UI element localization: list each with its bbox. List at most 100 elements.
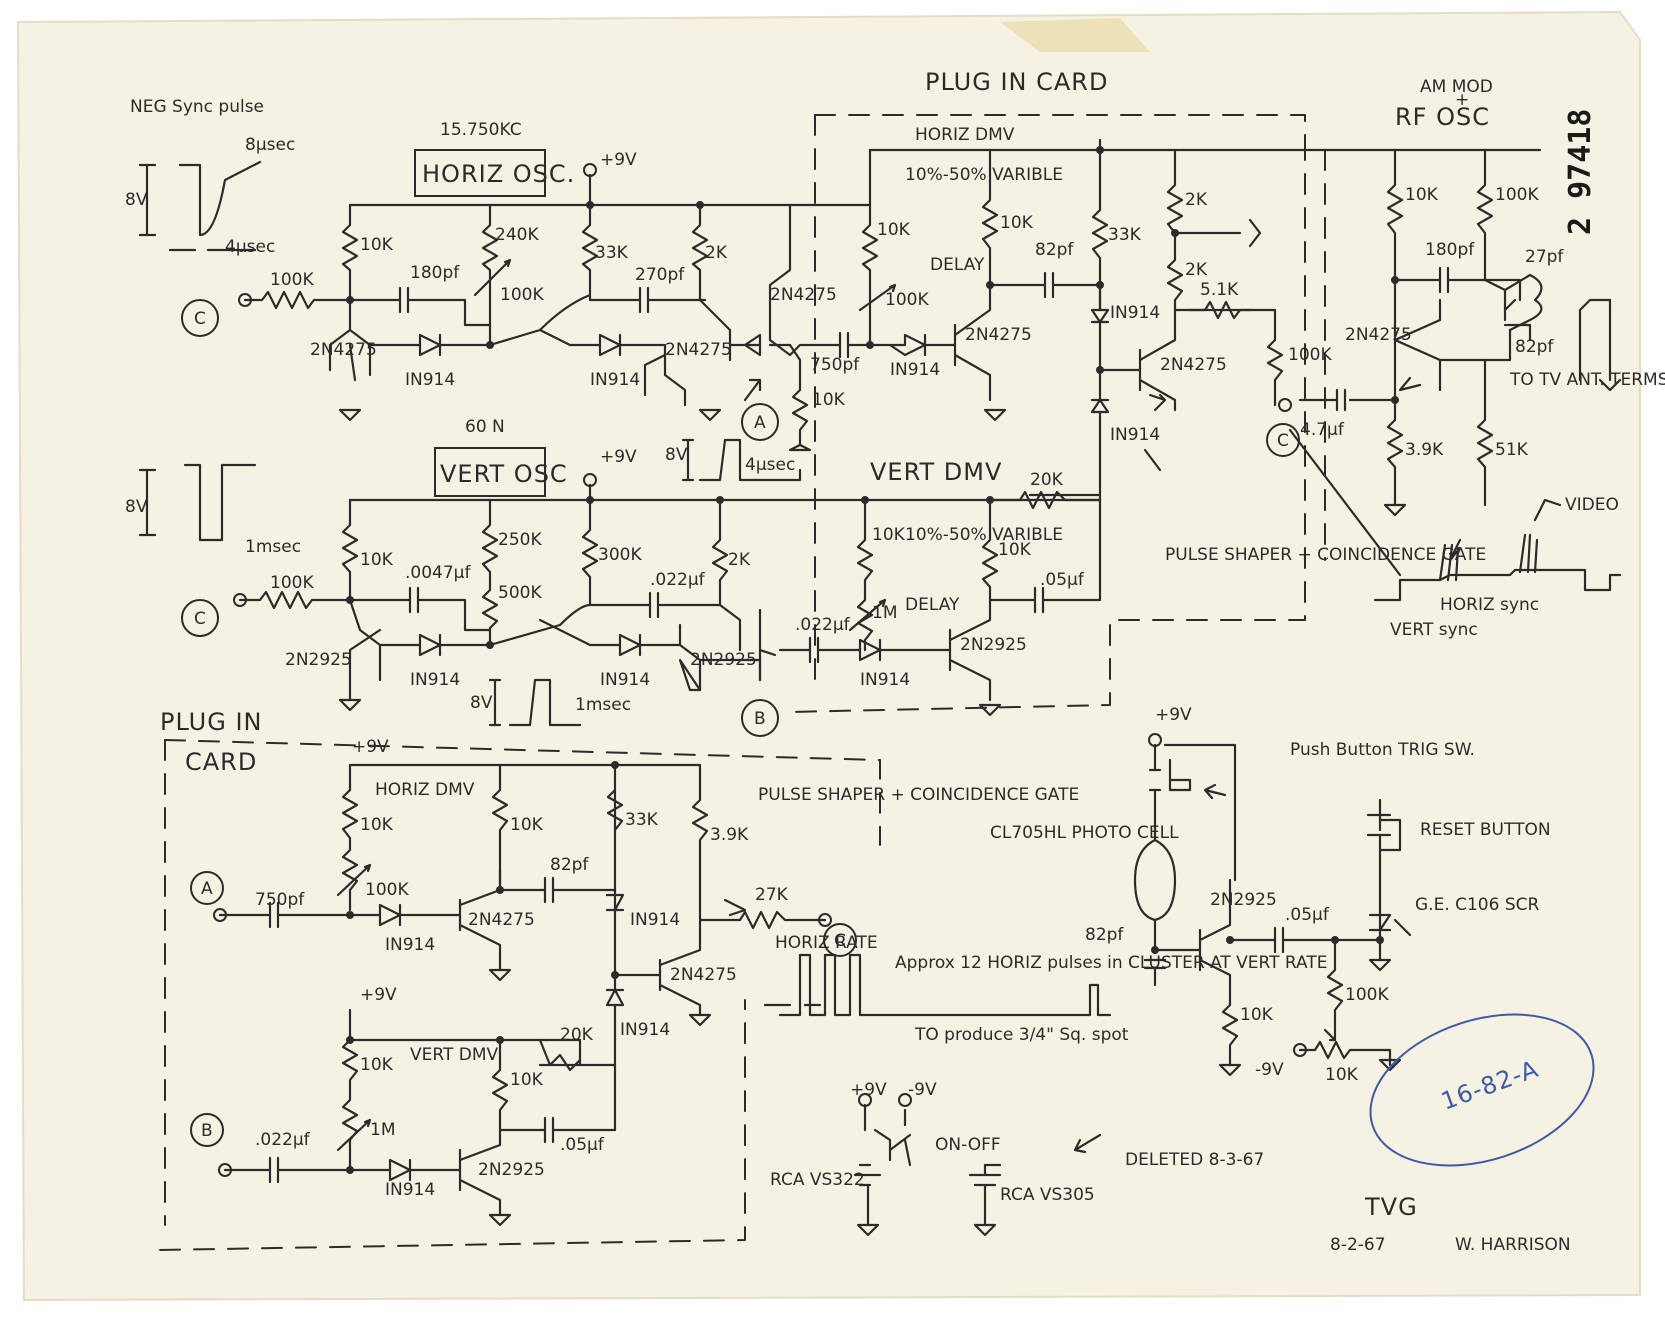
comp-label: 2N4275 (670, 965, 737, 985)
comp-label: 82pf (550, 855, 589, 875)
comp-label: IN914 (410, 670, 460, 690)
comp-label: 2K (728, 550, 751, 570)
horiz-rate-pulses (778, 953, 1112, 1017)
node-c-card-label: C (834, 931, 846, 951)
paper (16, 10, 1641, 1302)
label-horiz-dmv: HORIZ DMV (915, 125, 1015, 145)
label-delay: DELAY (905, 595, 960, 615)
comp-label: 2N2925 (478, 1160, 545, 1180)
node-b-card (190, 1113, 224, 1147)
label-vert-sync: VERT sync (1390, 620, 1478, 640)
comp-label: 82pf (1515, 337, 1554, 357)
label-minus9v-1: -9V (908, 1080, 937, 1100)
label-rca2: RCA VS305 (1000, 1185, 1095, 1205)
comp-label: 2N4275 (310, 340, 377, 360)
comp-label: 33K (595, 243, 629, 263)
comp-label: 5.1K (1200, 280, 1239, 300)
label-sync-amp: 8V (125, 190, 148, 210)
h-osc-box (414, 149, 546, 197)
node-c-rf-label: C (1277, 431, 1289, 451)
comp-label: .05μf (560, 1135, 605, 1155)
label-card-vert-dmv: VERT DMV (410, 1045, 498, 1065)
v-osc-box (434, 447, 546, 497)
label-date: 8-2-67 (1330, 1235, 1386, 1255)
label-on-off: ON-OFF (935, 1135, 1001, 1155)
label-plus9v-2: +9V (600, 447, 637, 467)
label-h-osc: HORIZ OSC. (422, 160, 575, 188)
label-vsync-amp: 8V (125, 497, 148, 517)
junction-dots (346, 146, 1399, 1174)
label-spot: TO produce 3/4" Sq. spot (914, 1025, 1129, 1045)
comp-label: 27pf (1525, 247, 1564, 267)
node-c-card (823, 923, 857, 957)
pulse-b-waveform (508, 678, 582, 727)
comp-label: 82pf (1035, 240, 1074, 260)
label-minus9v-2: -9V (1255, 1060, 1284, 1080)
annotations: NEG Sync pulse 8μsec 8V 4μsec 15.750KC H… (125, 68, 1665, 1255)
comp-label: 20K (560, 1025, 594, 1045)
label-pulse-b-w: 1msec (575, 695, 631, 715)
label-plus9v-4: +9V (360, 985, 397, 1005)
comp-label: 750pf (810, 355, 860, 375)
comp-label: 180pf (410, 263, 460, 283)
comp-label: 100K (1345, 985, 1389, 1005)
comp-label: 2N2925 (1210, 890, 1277, 910)
node-c-h-label: C (194, 309, 206, 329)
label-am-mod: AM MOD (1420, 77, 1493, 97)
comp-label: 10K (812, 390, 846, 410)
stamp-number: 2 97418 (1563, 109, 1598, 235)
comp-label: 100K (885, 290, 929, 310)
node-c-h (181, 299, 219, 337)
code-ellipse (1369, 1013, 1595, 1167)
label-vert-dmv: VERT DMV (870, 458, 1002, 486)
label-scr: G.E. C106 SCR (1415, 895, 1540, 915)
comp-label: 27K (755, 885, 789, 905)
label-plus9v-3: +9V (352, 737, 389, 757)
comp-label: 3.9K (710, 825, 749, 845)
comp-label: 2N4275 (1160, 355, 1227, 375)
label-card: CARD (185, 748, 257, 776)
label-sync-w1: 8μsec (245, 135, 295, 155)
label-sync-w2: 4μsec (225, 237, 275, 257)
comp-label: 2N2925 (285, 650, 352, 670)
label-plug-in: PLUG IN (160, 708, 262, 736)
comp-label: 100K (270, 573, 314, 593)
comp-label: 10K (360, 235, 394, 255)
comp-label: IN914 (860, 670, 910, 690)
comp-label: 20K (1030, 470, 1064, 490)
comp-label: 1M (872, 603, 897, 623)
node-c-v (181, 599, 219, 637)
label-freq-v: 60 N (465, 417, 505, 437)
comp-label: 180pf (1425, 240, 1475, 260)
comp-label: 82pf (1085, 925, 1124, 945)
comp-label: 33K (625, 810, 659, 830)
label-to-tv: TO TV ANT. TERMS. (1509, 370, 1665, 390)
comp-label: IN914 (385, 935, 435, 955)
comp-label: .022μf (795, 615, 851, 635)
comp-label: 2K (1185, 260, 1208, 280)
comp-label: 2N4275 (1345, 325, 1412, 345)
comp-label: 2N2925 (690, 650, 757, 670)
label-tvg: TVG (1364, 1193, 1418, 1221)
comp-label: .022μf (650, 570, 706, 590)
label-push-button: Push Button TRIG SW. (1290, 740, 1475, 760)
comp-label: 270pf (635, 265, 685, 285)
label-video: VIDEO (1565, 495, 1619, 515)
comp-label: 240K (495, 225, 539, 245)
comp-label: .05μf (1040, 570, 1085, 590)
node-b (741, 699, 779, 737)
node-a (741, 403, 779, 441)
comp-label: IN914 (590, 370, 640, 390)
comp-label: IN914 (1110, 303, 1160, 323)
label-card-pulse-shaper: PULSE SHAPER + COINCIDENCE GATE (758, 785, 1079, 805)
comp-label: 100K (500, 285, 544, 305)
label-pulse-a-w: 4μsec (745, 455, 795, 475)
node-a-label: A (754, 413, 766, 433)
comp-label: 10K (998, 540, 1032, 560)
comp-label: 10K (360, 1055, 394, 1075)
node-c-rf (1266, 423, 1300, 457)
comp-label: IN914 (385, 1180, 435, 1200)
comp-label: 33K (1108, 225, 1142, 245)
